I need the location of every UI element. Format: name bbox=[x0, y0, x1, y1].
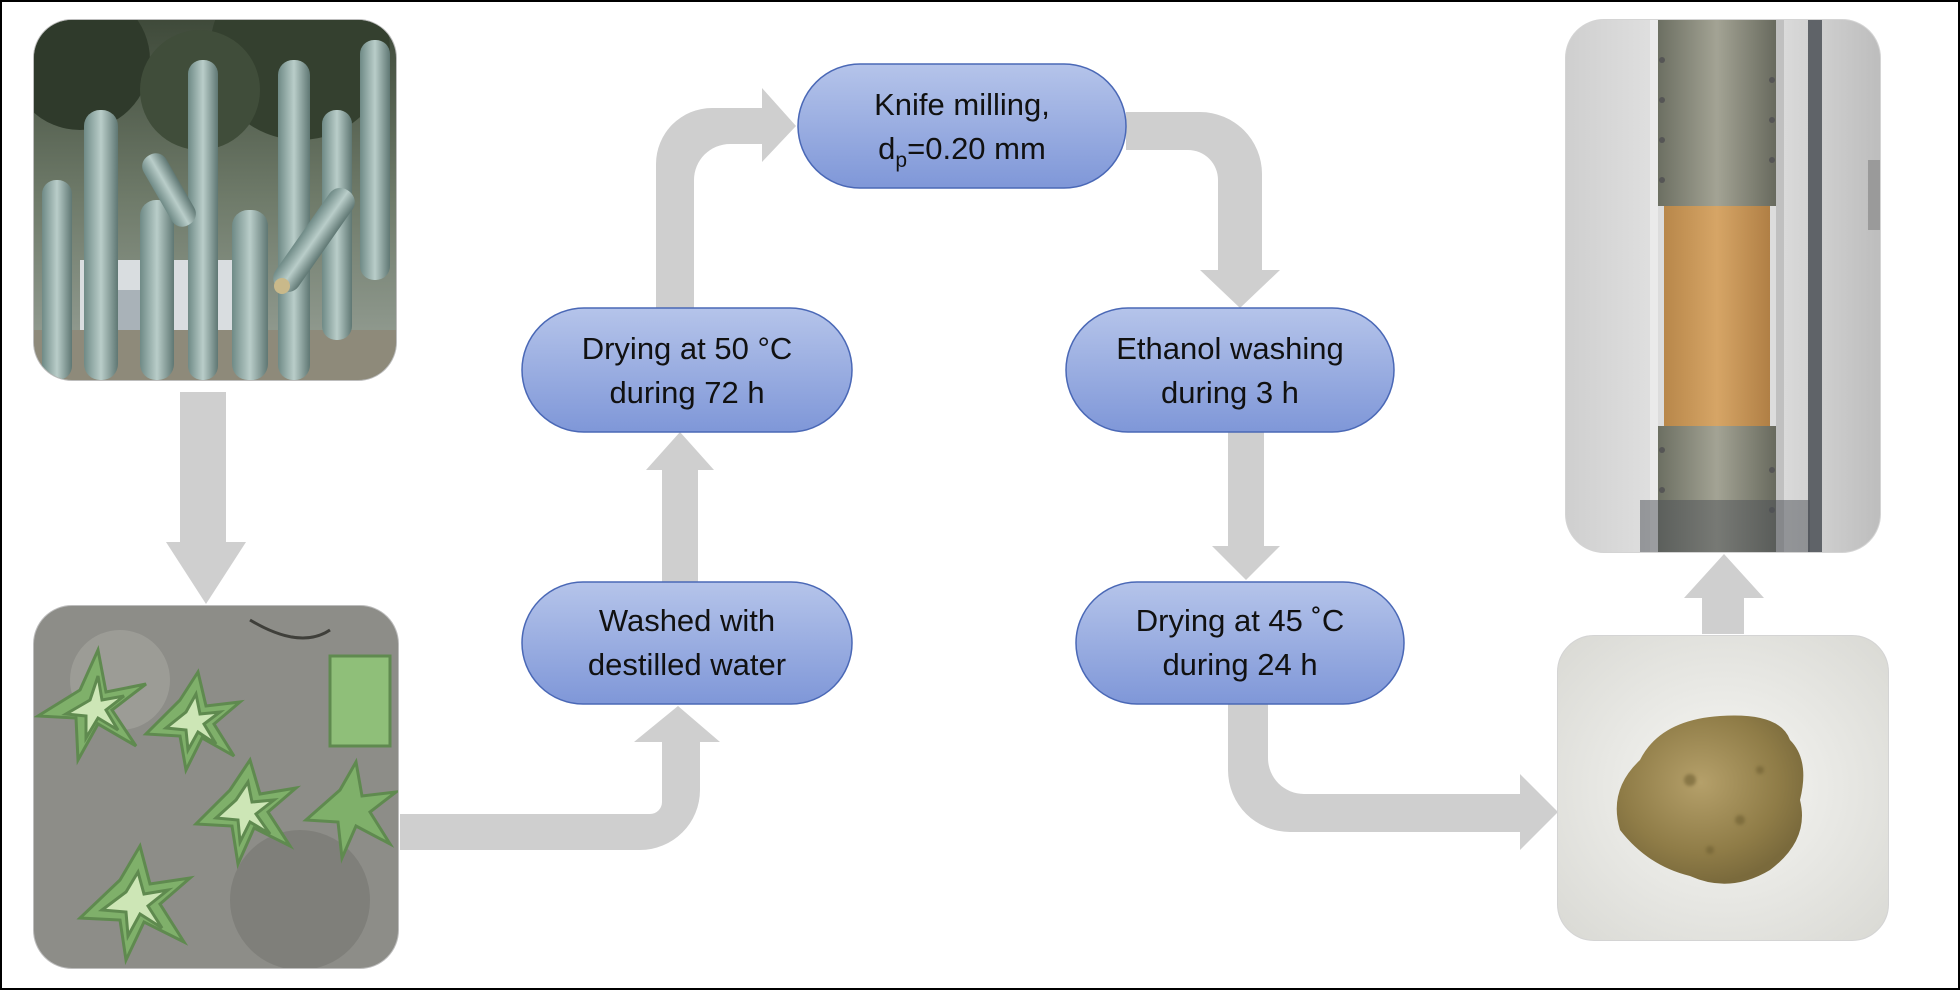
step-ethanol-washing: Ethanol washing during 3 h bbox=[1065, 307, 1395, 433]
arrow-slices-to-washed bbox=[400, 706, 720, 850]
arrow-knife-to-ethanol bbox=[1126, 112, 1280, 308]
step-box bbox=[521, 307, 853, 433]
step-knife-milling: Knife milling, dp=0.20 mm bbox=[797, 63, 1127, 189]
step-knife-line2-prefix: d bbox=[878, 131, 895, 166]
step-knife-line1: Knife milling, bbox=[874, 87, 1050, 122]
step-box bbox=[797, 63, 1127, 189]
step-box bbox=[521, 581, 853, 705]
arrow-ethanol-to-drying45 bbox=[1212, 432, 1280, 580]
photo-column bbox=[1565, 19, 1881, 553]
step-drying50-line2: during 72 h bbox=[609, 375, 764, 410]
step-drying45-line2: during 24 h bbox=[1162, 647, 1317, 682]
step-box bbox=[1065, 307, 1395, 433]
arrows-layer bbox=[166, 88, 1764, 850]
step-drying-50: Drying at 50 °C during 72 h bbox=[521, 307, 853, 433]
step-box bbox=[1075, 581, 1405, 705]
step-knife-line2: dp=0.20 mm bbox=[878, 131, 1046, 172]
photo-powder bbox=[1557, 635, 1889, 941]
step-washed: Washed with destilled water bbox=[521, 581, 853, 705]
step-ethanol-line1: Ethanol washing bbox=[1116, 331, 1344, 366]
step-ethanol-line2: during 3 h bbox=[1161, 375, 1299, 410]
step-drying-45: Drying at 45 ˚C during 24 h bbox=[1075, 581, 1405, 705]
photo-cactus-slices bbox=[33, 605, 399, 969]
photo-cactus-plant bbox=[33, 19, 397, 381]
step-knife-line2-suffix: =0.20 mm bbox=[907, 131, 1046, 166]
arrow-powder-to-column bbox=[1684, 554, 1764, 634]
step-drying45-line1: Drying at 45 ˚C bbox=[1136, 603, 1344, 638]
step-washed-line2: destilled water bbox=[588, 647, 786, 682]
arrow-washed-to-drying50 bbox=[646, 432, 714, 582]
arrow-drying45-to-powder bbox=[1228, 704, 1558, 850]
arrow-drying50-to-knife bbox=[656, 88, 796, 308]
step-washed-line1: Washed with bbox=[599, 603, 775, 638]
arrow-plant-to-slices bbox=[166, 392, 246, 604]
step-knife-line2-subscript: p bbox=[895, 149, 907, 172]
step-drying50-line1: Drying at 50 °C bbox=[582, 331, 793, 366]
